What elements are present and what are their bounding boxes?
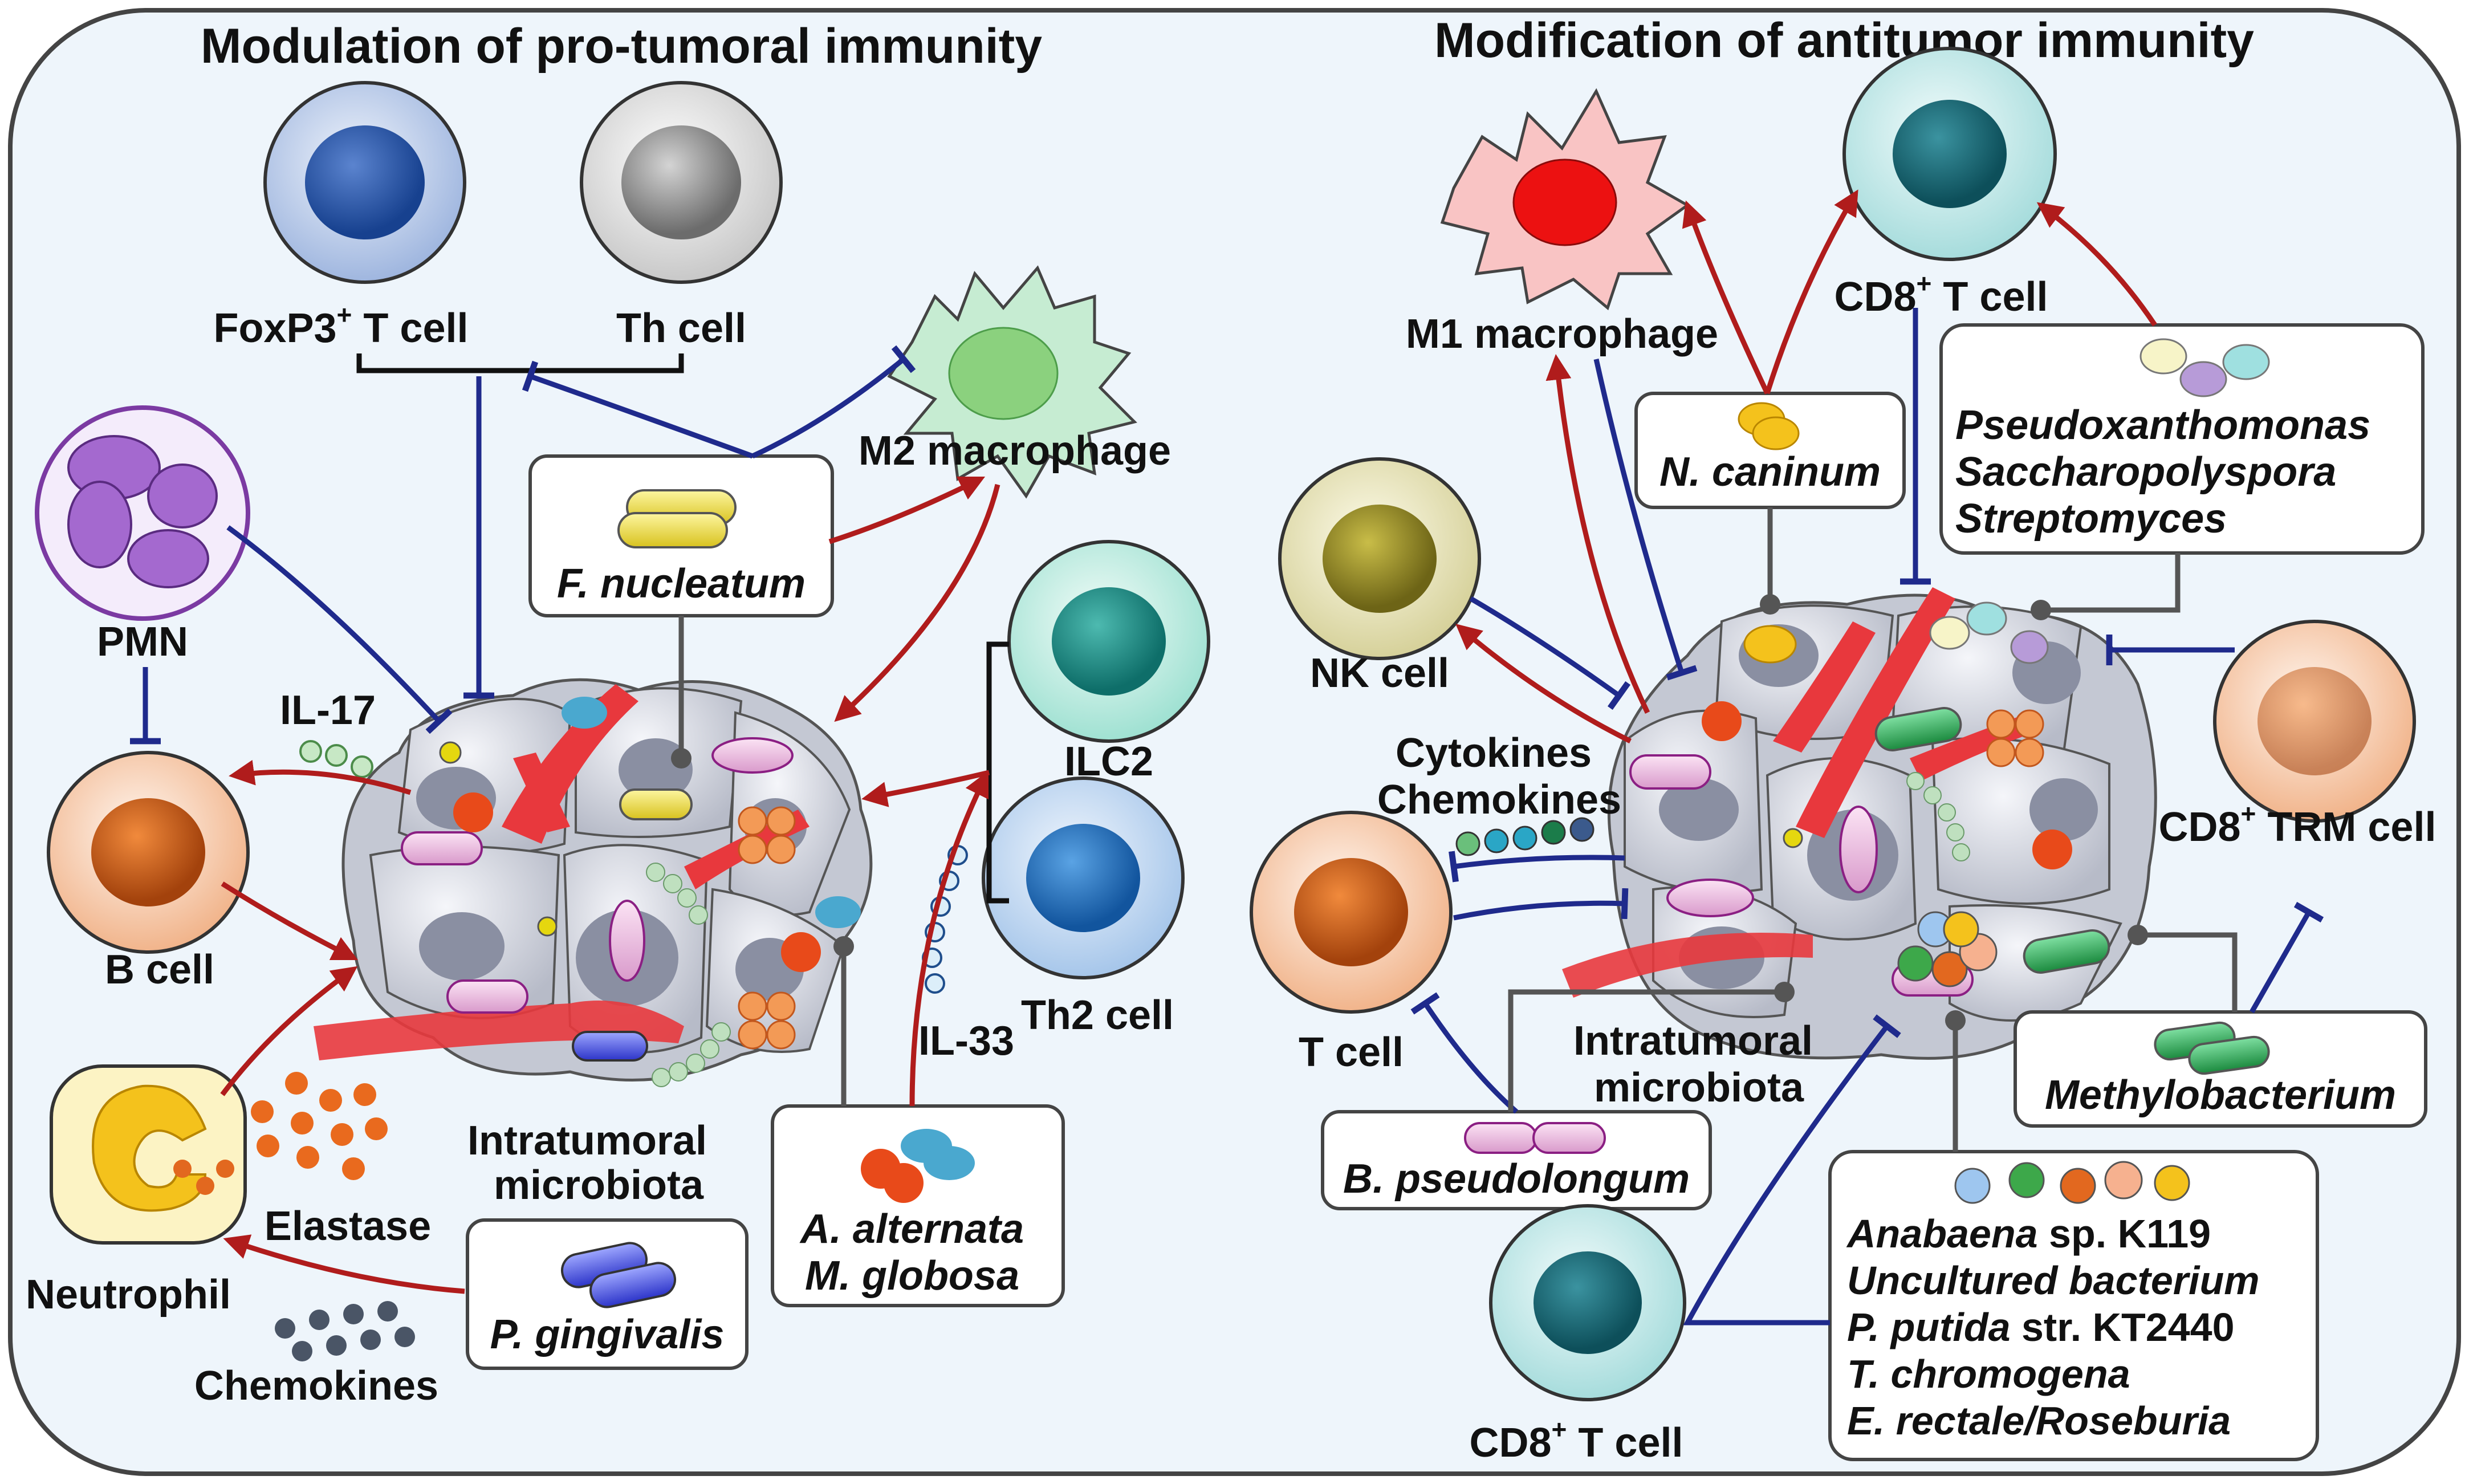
nk-cell bbox=[1278, 457, 1481, 660]
svg-text:Anabaena sp. K119 Uncult: Anabaena sp. K119 Uncultured bacterium P… bbox=[1846, 1211, 2271, 1443]
t-cell bbox=[1250, 811, 1453, 1014]
f-nucleatum-box: F. nucleatum bbox=[528, 454, 834, 617]
left-panel-title: Modulation of pro-tumoral immunity bbox=[201, 19, 1042, 74]
intratumoral-label-right: Intratumoral microbiota bbox=[1573, 1018, 1824, 1111]
left-tumor-cluster bbox=[314, 678, 873, 1087]
p-gingivalis-label: P. gingivalis bbox=[490, 1312, 725, 1357]
cd8-trm-cell bbox=[2213, 620, 2416, 823]
fungi-label-1: A. alternata bbox=[799, 1206, 1024, 1252]
chemokine-dots-left bbox=[275, 1301, 415, 1361]
th2-cell bbox=[982, 776, 1185, 979]
b-cell-label: B cell bbox=[105, 947, 214, 993]
uncultured-label: Uncultured bacterium bbox=[1847, 1258, 2259, 1303]
fungi-label-2: M. globosa bbox=[805, 1253, 1019, 1299]
b-pseudolongum-label: B. pseudolongum bbox=[1343, 1156, 1690, 1202]
streptomyces-label: Streptomyces bbox=[1955, 496, 2227, 542]
n-caninum-box: N. caninum bbox=[1634, 392, 1906, 509]
left-arrows bbox=[130, 345, 1000, 1294]
saccharopolyspora-label: Saccharopolyspora bbox=[1955, 449, 2336, 495]
p-gingivalis-box: P. gingivalis bbox=[466, 1218, 749, 1370]
e-rectale-label: E. rectale/Roseburia bbox=[1847, 1398, 2231, 1443]
p-putida-label: P. putida str. KT2440 bbox=[1847, 1305, 2235, 1349]
pmn-label: PMN bbox=[97, 619, 188, 665]
svg-text:Pseudoxanthomonas Saccha: Pseudoxanthomonas Saccharopolyspora Stre… bbox=[1955, 402, 2382, 542]
il17-molecules bbox=[299, 740, 373, 778]
cytokines-chemokines-label: Cytokines Chemokines bbox=[1377, 730, 1621, 823]
neutrophil-label: Neutrophil bbox=[26, 1272, 231, 1318]
intratumoral-label-left: Intratumoral microbiota bbox=[467, 1118, 718, 1208]
pmn-cell bbox=[35, 405, 250, 621]
right-tumor-cluster bbox=[1562, 587, 2157, 1060]
anabaena-label: Anabaena sp. K119 bbox=[1846, 1211, 2211, 1256]
th-cell bbox=[580, 81, 783, 284]
cd8-trm-cell-label: CD8+ TRM cell bbox=[2159, 799, 2437, 850]
f-nucleatum-label: F. nucleatum bbox=[557, 561, 806, 607]
right-arrows bbox=[1410, 189, 2324, 1326]
right-panel-title: Modification of antitumor immunity bbox=[1434, 13, 2254, 68]
th2-cell-label: Th2 cell bbox=[1021, 993, 1174, 1038]
m1-macrophage bbox=[1440, 88, 1690, 311]
nk-cell-label: NK cell bbox=[1310, 650, 1449, 696]
th-cell-label: Th cell bbox=[616, 306, 746, 351]
foxp3-t-cell-label: FoxP3+ T cell bbox=[213, 300, 468, 351]
b-pseudolongum-box: B. pseudolongum bbox=[1321, 1110, 1712, 1210]
cytokine-molecules bbox=[1455, 817, 1595, 856]
chemokines-label-left: Chemokines bbox=[194, 1363, 438, 1409]
m1-macrophage-label: M1 macrophage bbox=[1406, 311, 1718, 357]
methylobacterium-box: Methylobacterium bbox=[2014, 1010, 2427, 1128]
n-caninum-label: N. caninum bbox=[1659, 449, 1881, 495]
ilc2-cell bbox=[1007, 540, 1210, 743]
fungi-box: A. alternata M. globosa bbox=[771, 1104, 1065, 1307]
t-chromogena-label: T. chromogena bbox=[1847, 1352, 2130, 1396]
m2-macrophage bbox=[887, 265, 1137, 499]
methylobacterium-label: Methylobacterium bbox=[2045, 1072, 2396, 1118]
foxp3-t-cell bbox=[263, 81, 466, 284]
bacteria-group1-box: Pseudoxanthomonas Saccharopolyspora Stre… bbox=[1939, 323, 2425, 555]
bacteria-group2-box: Anabaena sp. K119 Uncultured bacterium P… bbox=[1828, 1150, 2319, 1461]
elastase-label: Elastase bbox=[265, 1204, 431, 1249]
il33-label: IL-33 bbox=[918, 1018, 1014, 1064]
foxp3-th-bracket bbox=[356, 353, 684, 373]
il17-label: IL-17 bbox=[280, 688, 376, 733]
t-cell-label: T cell bbox=[1299, 1030, 1404, 1075]
cd8-t-cell-bottom-label: CD8+ T cell bbox=[1469, 1414, 1683, 1466]
pseudoxanthomonas-label: Pseudoxanthomonas bbox=[1955, 402, 2370, 448]
b-cell bbox=[47, 751, 250, 954]
neutrophil-cell bbox=[50, 1064, 247, 1245]
svg-text:A. alternata M. globosa: A. alternata M. globosa bbox=[799, 1206, 1035, 1299]
panel-background bbox=[8, 8, 2461, 1476]
elastase-granules bbox=[251, 1072, 388, 1180]
m2-macrophage-label: M2 macrophage bbox=[859, 428, 1171, 474]
cd8-t-cell-top bbox=[1842, 47, 2057, 261]
cd8-t-cell-bottom bbox=[1489, 1204, 1686, 1401]
cd8-t-cell-top-label: CD8+ T cell bbox=[1834, 269, 2048, 320]
